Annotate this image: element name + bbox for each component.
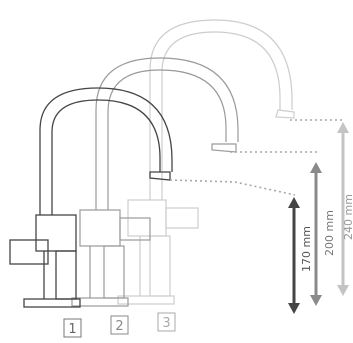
variant-number-1: 1 <box>63 318 82 338</box>
variant-number-3: 3 <box>157 312 176 332</box>
height-label-170: 170 mm <box>300 226 313 272</box>
arrow-200-icon <box>310 162 322 306</box>
arrow-240-icon <box>337 122 349 296</box>
height-label-240: 240 mm <box>342 194 353 240</box>
faucet-2-illustration <box>71 57 239 307</box>
arrow-170-icon <box>288 197 300 314</box>
height-label-200: 200 mm <box>323 210 336 256</box>
height-guide-lines <box>169 119 345 196</box>
guide-line-170 <box>169 179 296 196</box>
faucet-3-illustration <box>117 19 295 305</box>
variant-number-2: 2 <box>110 315 129 335</box>
svg-text:2: 2 <box>115 319 123 334</box>
svg-text:3: 3 <box>162 316 170 331</box>
faucet-1-illustration <box>9 87 173 308</box>
svg-text:1: 1 <box>68 322 76 337</box>
dimension-arrows <box>288 122 349 314</box>
